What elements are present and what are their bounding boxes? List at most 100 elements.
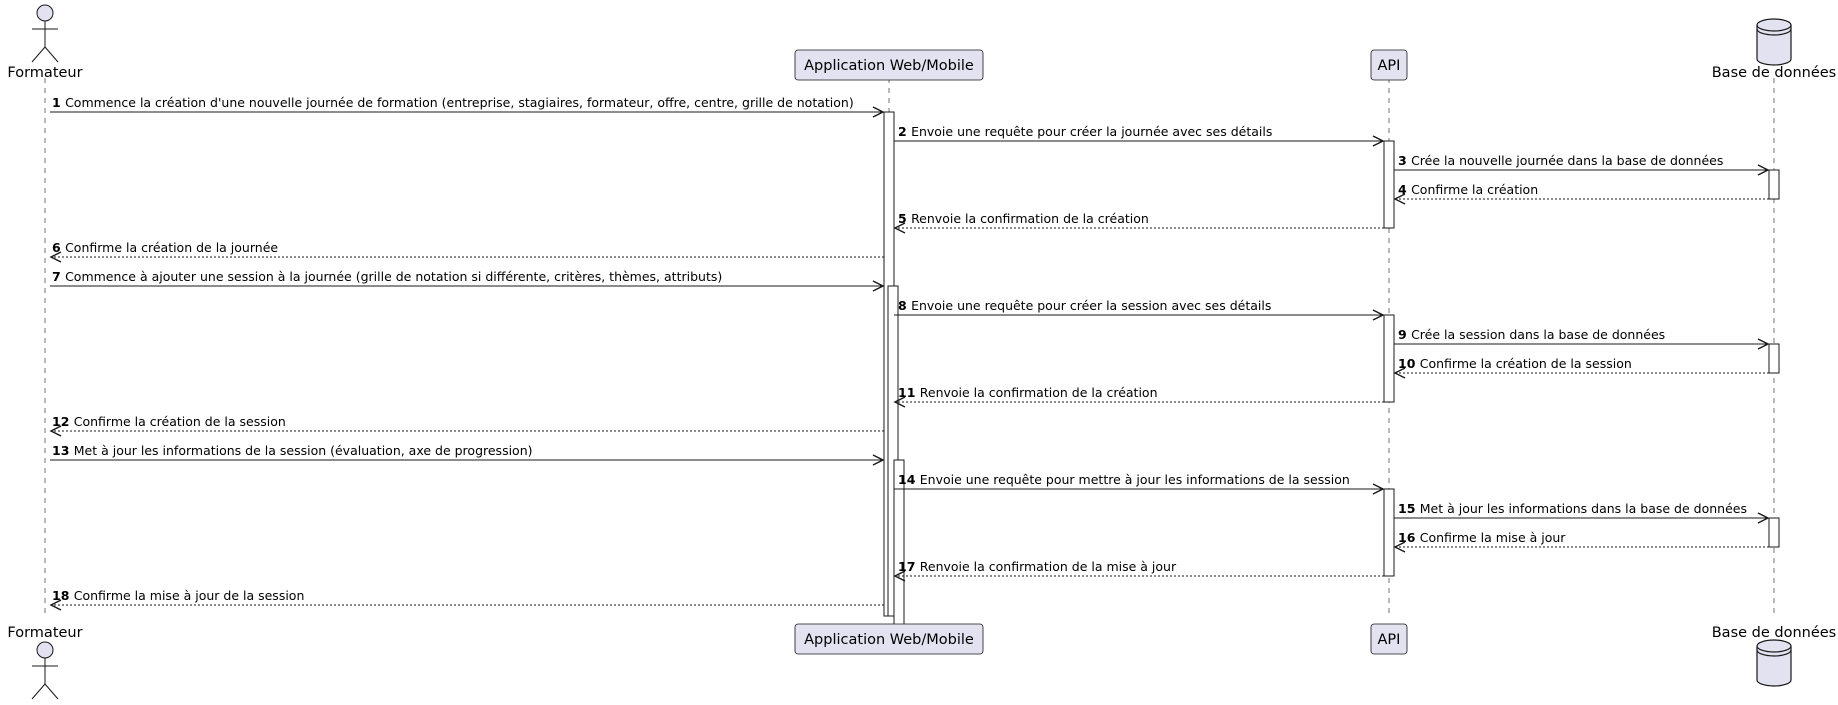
message-1: 1 Commence la création d'une nouvelle jo… (50, 95, 885, 118)
arrow-head-icon (1372, 135, 1385, 147)
message-label: 12 Confirme la création de la session (52, 414, 286, 429)
actor-leg-left (31, 683, 46, 700)
message-label: 1 Commence la création d'une nouvelle jo… (52, 95, 854, 110)
participant-api-top: API (1370, 49, 1408, 81)
participant-name: Base de données (1712, 65, 1837, 81)
participant-name: API (1378, 632, 1401, 648)
participant-app-bottom: Application Web/Mobile (794, 623, 984, 655)
database-rim (1756, 28, 1792, 36)
participant-name: Formateur (7, 625, 82, 641)
message-number: 7 (52, 269, 65, 284)
message-15: 15 Met à jour les informations dans la b… (1394, 501, 1770, 524)
message-text: Renvoie la confirmation de la création (911, 211, 1149, 226)
message-text: Met à jour les informations de la sessio… (74, 443, 533, 458)
arrow-head-icon (1757, 338, 1770, 350)
message-label: 10 Confirme la création de la session (1398, 356, 1632, 371)
database-rim (1756, 649, 1792, 657)
message-number: 17 (898, 559, 920, 574)
message-label: 3 Crée la nouvelle journée dans la base … (1398, 153, 1723, 168)
actor-leg-right (44, 46, 59, 63)
activation-bar (1383, 140, 1395, 229)
participant-name: API (1378, 58, 1401, 74)
message-label: 17 Renvoie la confirmation de la mise à … (898, 559, 1177, 574)
participant-box (794, 623, 984, 655)
actor-leg-right (44, 683, 59, 700)
message-number: 10 (1398, 356, 1420, 371)
message-10: 10 Confirme la création de la session (1393, 356, 1769, 379)
message-label: 4 Confirme la création (1398, 182, 1538, 197)
arrow-head-icon (1372, 309, 1385, 321)
message-6: 6 Confirme la création de la journée (49, 240, 884, 263)
message-label: 6 Confirme la création de la journée (52, 240, 278, 255)
message-4: 4 Confirme la création (1393, 182, 1769, 205)
arrow-head-icon (872, 454, 885, 466)
participant-box (794, 49, 984, 81)
message-label: 14 Envoie une requête pour mettre à jour… (898, 472, 1350, 487)
message-11: 11 Renvoie la confirmation de la créatio… (893, 385, 1384, 408)
actor-icon (31, 4, 59, 63)
arrow-head-icon (1372, 483, 1385, 495)
actor-leg-left (31, 46, 46, 63)
message-7: 7 Commence à ajouter une session à la jo… (50, 269, 885, 292)
message-number: 11 (898, 385, 920, 400)
message-18: 18 Confirme la mise à jour de la session (49, 588, 884, 611)
actor-head (36, 4, 54, 22)
message-text: Crée la nouvelle journée dans la base de… (1411, 153, 1723, 168)
actor-formateur-top: Formateur (7, 4, 83, 81)
message-12: 12 Confirme la création de la session (49, 414, 884, 437)
message-number: 13 (52, 443, 74, 458)
message-text: Confirme la mise à jour (1420, 530, 1567, 545)
participant-app-top: Application Web/Mobile (794, 49, 984, 81)
message-number: 9 (1398, 327, 1411, 342)
activation-bar (1768, 343, 1780, 374)
actor-formateur-bottom: Formateur (7, 625, 83, 700)
arrow-head-icon (49, 599, 62, 611)
message-label: 9 Crée la session dans la base de donnée… (1398, 327, 1665, 342)
message-number: 4 (1398, 182, 1411, 197)
participant-box (1370, 49, 1408, 81)
message-text: Confirme la mise à jour de la session (74, 588, 305, 603)
database-cylinder (1756, 645, 1792, 687)
activation-bar (1383, 488, 1395, 577)
message-text: Confirme la création (1411, 182, 1538, 197)
activation-bar (1383, 314, 1395, 403)
arrow-head-icon (1393, 193, 1406, 205)
message-number: 16 (1398, 530, 1420, 545)
message-text: Envoie une requête pour mettre à jour le… (920, 472, 1350, 487)
message-number: 18 (52, 588, 74, 603)
message-number: 8 (898, 298, 911, 313)
participant-name: Application Web/Mobile (804, 632, 974, 648)
arrow-head-icon (1393, 367, 1406, 379)
message-5: 5 Renvoie la confirmation de la création (893, 211, 1384, 234)
message-number: 12 (52, 414, 74, 429)
arrow-head-icon (49, 251, 62, 263)
database-db-top: Base de données (1712, 18, 1837, 81)
message-text: Confirme la création de la session (1420, 356, 1632, 371)
arrow-head-icon (872, 106, 885, 118)
actor-head (36, 641, 54, 659)
message-text: Crée la session dans la base de données (1411, 327, 1665, 342)
message-label: 18 Confirme la mise à jour de la session (52, 588, 304, 603)
messages: 1 Commence la création d'une nouvelle jo… (49, 95, 1770, 611)
activation-bar (887, 285, 899, 617)
message-text: Commence à ajouter une session à la jour… (65, 269, 722, 284)
participant-api-bottom: API (1370, 623, 1408, 655)
participant-name: Formateur (7, 65, 82, 81)
message-2: 2 Envoie une requête pour créer la journ… (894, 124, 1385, 147)
message-13: 13 Met à jour les informations de la ses… (50, 443, 885, 466)
message-number: 14 (898, 472, 920, 487)
database-db-bottom: Base de données (1712, 625, 1837, 687)
database-icon (1756, 639, 1792, 687)
message-number: 15 (1398, 501, 1420, 516)
message-number: 2 (898, 124, 911, 139)
activation-bar (1768, 169, 1780, 200)
participant-name: Base de données (1712, 625, 1837, 641)
message-label: 2 Envoie une requête pour créer la journ… (898, 124, 1272, 139)
arrow-head-icon (49, 425, 62, 437)
message-text: Met à jour les informations dans la base… (1420, 501, 1747, 516)
message-number: 5 (898, 211, 911, 226)
activations (883, 111, 1780, 635)
message-3: 3 Crée la nouvelle journée dans la base … (1394, 153, 1770, 176)
message-label: 8 Envoie une requête pour créer la sessi… (898, 298, 1271, 313)
